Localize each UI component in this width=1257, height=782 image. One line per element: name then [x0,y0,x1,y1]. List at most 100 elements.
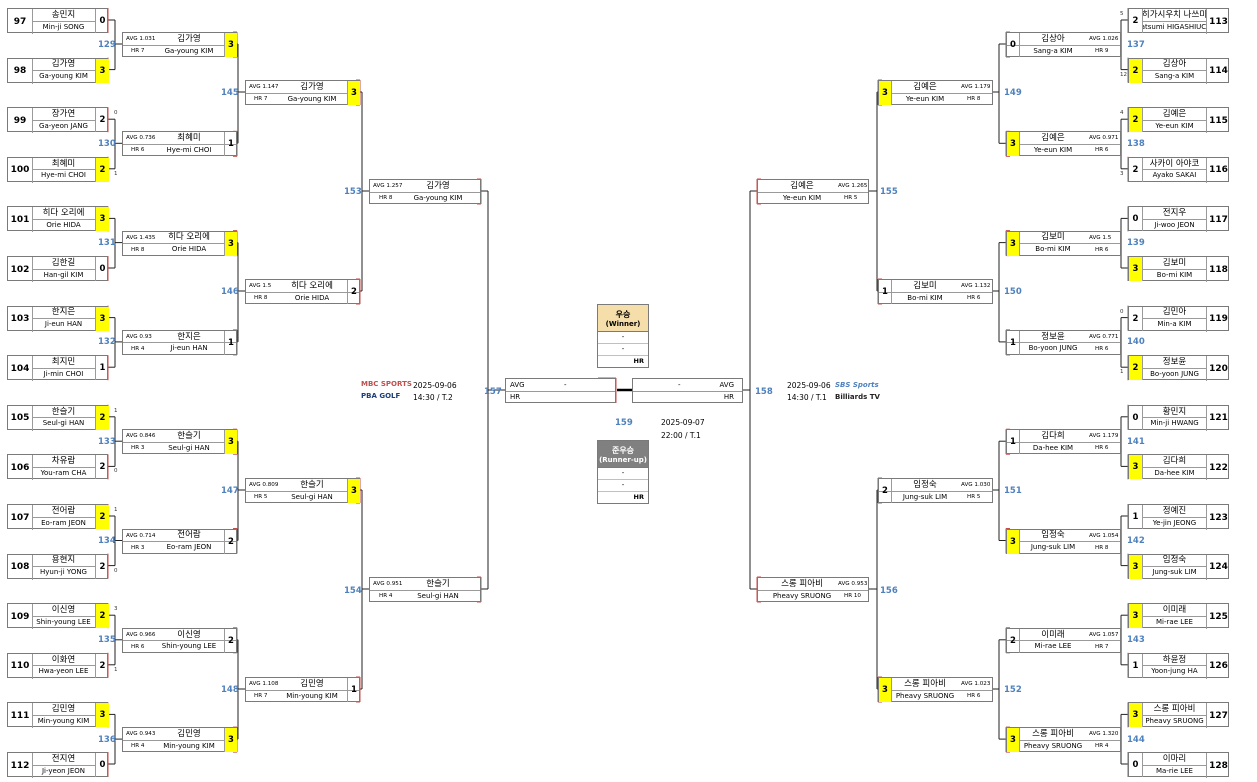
match-score: 2 [1129,306,1143,331]
player-korean-name: 김보미 [1162,257,1187,268]
divider [32,764,95,766]
player-english-name: Eo-ram JEON [41,518,86,527]
match-score: 3 [1007,132,1020,157]
player-korean-name: 김상아 [1162,59,1187,70]
player-english-name: Hwa-yeon LEE [38,667,89,676]
divider [1143,714,1206,716]
player-korean-name: 히다 오리에 [291,280,333,291]
player-korean-name: 한슬기 [300,479,324,490]
billiards-tv-logo: Billiards TV [835,393,880,401]
seed-number: 100 [8,157,33,183]
player-english-name: Jung-suk LIM [1030,543,1076,551]
match-score: 0 [95,753,109,777]
player-english-name: Ji-woo JEON [1154,220,1195,229]
tiebreak-score: 0 [114,468,118,475]
match-score: 0 [95,257,109,281]
player-high-run: HR 6 [131,147,145,154]
match-number: 157 [484,387,502,397]
player-english-name: Ye-jin JEONG [1152,518,1197,527]
tiebreak-score: 1 [114,407,118,414]
player-high-run: HR 6 [967,295,981,301]
match-number: 134 [98,536,116,546]
seed-number: 107 [8,505,33,530]
player-english-name: Ga-yeon JANG [39,121,88,130]
divider [370,191,480,193]
player-average: AVG 0.809 [249,482,279,488]
match-score: 1 [1129,505,1143,529]
player-korean-name: 이신영 [177,629,201,640]
match-number: 144 [1127,735,1145,745]
player-english-name: Sang-a KIM [1154,72,1195,81]
player-korean-name: 스롱 피아비 [1032,728,1074,739]
player-korean-name: 한지은 [51,307,76,318]
player-korean-name: 김가영 [300,81,324,92]
player-korean-name: 임정숙 [1041,530,1065,541]
divider [1143,615,1206,617]
divider [758,589,868,591]
player-korean-name: 김보미 [913,280,937,291]
player-korean-name: 김예은 [1041,133,1065,144]
player-high-run: HR 5 [967,494,981,500]
player-korean-name: 김상아 [1041,33,1065,44]
seed-number: 124 [1206,554,1230,580]
box-high-run: HR [633,357,644,365]
player-korean-name: 송민지 [51,9,76,20]
player-average: AVG 1.147 [249,84,279,90]
divider [1143,70,1206,72]
divider [123,243,236,245]
match-score: 2 [1129,108,1143,133]
divider [123,640,236,642]
player-english-name: Ga-young KIM [287,94,337,103]
player-english-name: Orie HIDA [171,245,207,254]
player-korean-name: 스롱 피아비 [781,578,823,589]
player-korean-name: 히다 오리에 [42,208,85,219]
match-score: 1 [95,356,109,381]
match-score: 1 [879,280,892,304]
match-number: 147 [221,486,239,496]
match-number: 133 [98,437,116,447]
seed-number: 128 [1206,753,1230,778]
tiebreak-score: 3 [1120,170,1124,177]
player-high-run: HR 8 [379,195,393,201]
match-score: 2 [95,455,109,480]
player-high-run: HR 8 [131,246,145,253]
player-average: AVG 0.714 [126,532,156,539]
final-avg-value: - [678,381,681,389]
divider [879,689,992,691]
divider [1143,764,1206,766]
box-header: 우승(Winner) [598,305,648,332]
final-time: 22:00 / T.1 [661,431,701,440]
player-english-name: Ye-eun KIM [905,94,945,103]
match-number: 132 [98,337,116,347]
player-average: AVG 0.846 [126,433,156,440]
seed-number: 122 [1206,455,1230,481]
match-score: 1 [1007,330,1020,355]
divider [1143,417,1206,419]
player-korean-name: 임정숙 [1162,555,1187,566]
player-high-run: HR 7 [1095,643,1109,650]
box-line-2: - [598,343,648,356]
box-header: 준우승(Runner-up) [598,441,648,468]
player-english-name: Pheavy SRUONG [1145,716,1204,725]
seed-number: 108 [8,554,33,580]
divider [32,70,95,72]
match-score: 3 [879,81,892,105]
tiebreak-score: 4 [1120,110,1124,117]
divider [246,92,359,94]
divider [32,119,95,121]
